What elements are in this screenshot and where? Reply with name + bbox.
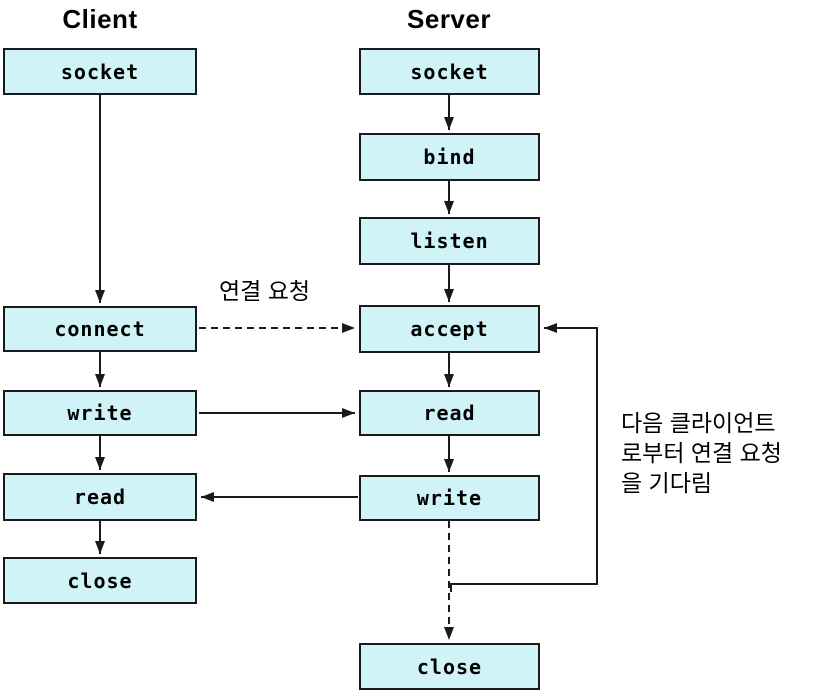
node-client-connect: connect bbox=[3, 306, 197, 352]
node-server-read: read bbox=[359, 390, 540, 436]
server-column-title: Server bbox=[407, 4, 491, 34]
node-server-write: write bbox=[359, 475, 540, 521]
node-client-socket: socket bbox=[3, 48, 197, 95]
client-column-title: Client bbox=[62, 4, 138, 34]
wait-next-client-annotation: 다음 클라이언트 로부터 연결 요청 을 기다림 bbox=[621, 408, 782, 498]
wait-annotation-line-2: 로부터 연결 요청 bbox=[621, 440, 782, 466]
node-client-read: read bbox=[3, 473, 197, 521]
connection-request-label: 연결 요청 bbox=[219, 278, 311, 304]
node-server-accept: accept bbox=[359, 305, 540, 353]
node-client-close: close bbox=[3, 557, 197, 604]
node-server-socket: socket bbox=[359, 48, 540, 95]
wait-annotation-line-3: 을 기다림 bbox=[621, 470, 713, 496]
node-client-write: write bbox=[3, 390, 197, 436]
node-server-bind: bind bbox=[359, 133, 540, 181]
node-server-listen: listen bbox=[359, 217, 540, 265]
loop-line-write-back-to-accept bbox=[450, 323, 598, 592]
node-server-close: close bbox=[359, 643, 540, 690]
wait-annotation-line-1: 다음 클라이언트 bbox=[621, 410, 776, 436]
